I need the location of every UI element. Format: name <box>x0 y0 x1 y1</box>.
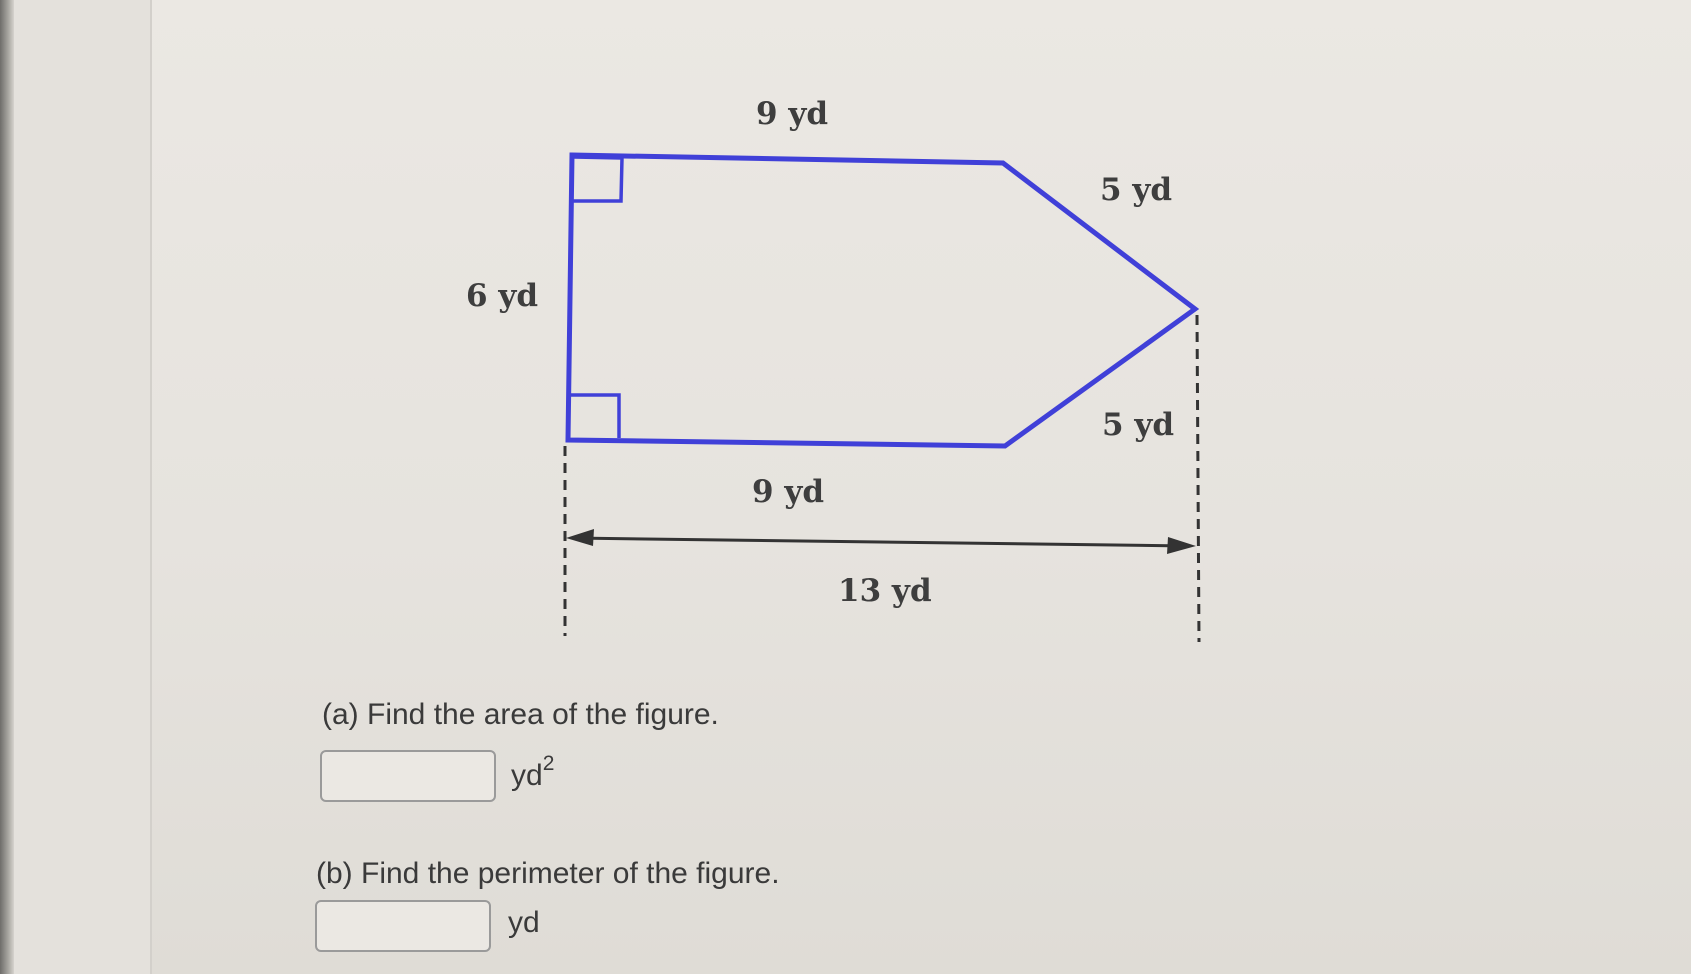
figure-outline <box>565 152 1200 449</box>
right-angle-marker-top <box>573 155 624 203</box>
area-unit-base: yd <box>511 759 543 792</box>
arrowhead-left <box>566 529 594 546</box>
right-angle-marker-bottom <box>569 393 621 438</box>
perimeter-answer-input[interactable] <box>315 900 491 952</box>
area-answer-input[interactable] <box>320 750 496 802</box>
arrowhead-right <box>1167 537 1196 554</box>
area-unit: yd2 <box>511 752 554 793</box>
screen-edge <box>0 0 14 974</box>
upper-right-side-label: 5 yd <box>1100 172 1172 208</box>
frame-divider <box>150 0 152 974</box>
area-unit-exponent: 2 <box>542 752 555 775</box>
right-dashed-extension <box>1195 314 1201 643</box>
perimeter-unit: yd <box>508 906 540 939</box>
bottom-side-label: 9 yd <box>752 474 824 510</box>
left-side-label: 6 yd <box>466 278 538 314</box>
lower-right-side-label: 5 yd <box>1102 407 1174 443</box>
question-b-prompt: (b) Find the perimeter of the figure. <box>316 857 780 890</box>
width-dimension-line <box>571 536 1189 548</box>
top-side-label: 9 yd <box>756 96 828 132</box>
question-a-prompt: (a) Find the area of the figure. <box>322 698 719 731</box>
width-label: 13 yd <box>838 573 932 609</box>
